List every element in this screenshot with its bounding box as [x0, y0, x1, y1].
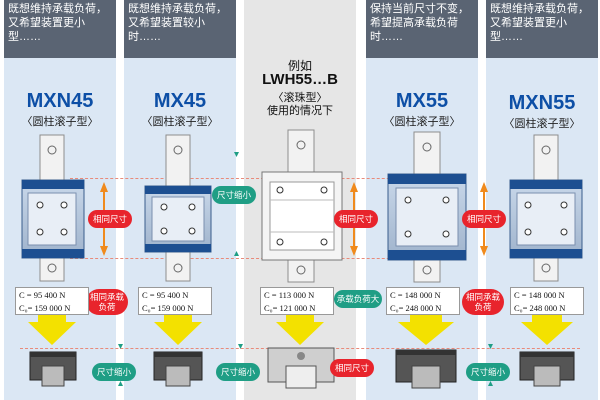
endview-mxn45: [29, 351, 77, 387]
values-lwh55: C = 113 000 N C₀= 121 000 N: [260, 287, 334, 315]
model-mx45: MX45: [153, 90, 207, 112]
block-mxn45: [21, 179, 85, 259]
smaller-marker-b1: [118, 344, 123, 349]
type-lwh55: 〈滚珠型〉: [272, 92, 328, 104]
ref-line-top: [70, 178, 430, 179]
c-value-mx45: C = 95 400 N: [142, 290, 189, 300]
endview-mx45: [153, 351, 203, 387]
c-value-mx55: C = 148 000 N: [390, 290, 441, 300]
block-mx45: [144, 185, 212, 253]
model-lwh55: LWH55…B: [262, 71, 338, 88]
c0-value-mxn55: C₀= 248 000 N: [514, 303, 566, 313]
badge-same-size-4: 相同尺寸: [330, 359, 374, 377]
header-mxn45: 既想维持承载负荷，又希望装置更小型……: [4, 0, 116, 58]
badge-same-load-1: 相同承载负荷: [86, 289, 128, 315]
model-mx55: MX55: [395, 90, 449, 112]
smaller-marker-bottom: [234, 251, 239, 256]
values-mx45: C = 95 400 N C₀= 159 000 N: [138, 287, 212, 315]
values-mxn55: C = 148 000 N C₀= 248 000 N: [510, 287, 584, 315]
block-mxn55: [509, 179, 583, 259]
smaller-marker-top: [234, 152, 239, 157]
example-label: 例如: [287, 59, 312, 73]
badge-same-load-2: 相同承载负荷: [462, 289, 504, 315]
c0-value-lwh55: C₀= 121 000 N: [264, 303, 316, 313]
type-mx55: 〈圆柱滚子型〉: [383, 116, 461, 128]
endview-mx55: [395, 349, 457, 389]
c0-value-mxn45: C₀= 159 000 N: [19, 303, 71, 313]
smaller-marker-b4: [488, 344, 493, 349]
badge-same-size-3: 相同尺寸: [462, 210, 506, 228]
c-value-mxn55: C = 148 000 N: [514, 290, 565, 300]
c0-value-mx55: C₀= 248 000 N: [390, 303, 442, 313]
badge-smaller-3: 尺寸缩小: [216, 363, 260, 381]
values-mx55: C = 148 000 N C₀= 248 000 N: [386, 287, 460, 315]
endview-mxn55: [519, 351, 575, 387]
badge-same-size-1: 相同尺寸: [88, 210, 132, 228]
c-value-lwh55: C = 113 000 N: [264, 290, 315, 300]
situation-lwh55: 使用的情况下: [267, 105, 333, 117]
type-mx45: 〈圆柱滚子型〉: [141, 116, 219, 128]
smaller-marker-b2: [118, 381, 123, 386]
model-mxn45: MXN45: [26, 90, 94, 112]
badge-load-up: 承载负荷大: [334, 290, 382, 308]
type-mxn55: 〈圆柱滚子型〉: [503, 118, 581, 130]
model-mxn55: MXN55: [508, 92, 576, 114]
badge-smaller-2: 尺寸缩小: [92, 363, 136, 381]
header-mx55: 保持当前尺寸不变，希望提高承载负荷时……: [366, 0, 478, 58]
header-mxn55: 既想维持承载负荷，又希望装置更小型……: [486, 0, 598, 58]
ref-line-bottom: [70, 258, 430, 259]
badge-smaller-4: 尺寸缩小: [466, 363, 510, 381]
c0-value-mx45: C₀= 159 000 N: [142, 303, 194, 313]
header-mx45: 既想维持承载负荷，又希望装置较小时……: [124, 0, 236, 58]
endview-lwh55: [267, 347, 335, 389]
smaller-marker-b5: [488, 381, 493, 386]
type-mxn45: 〈圆柱滚子型〉: [21, 116, 99, 128]
values-mxn45: C = 95 400 N C₀= 159 000 N: [15, 287, 89, 315]
badge-smaller-1: 尺寸缩小: [212, 186, 256, 204]
block-mx55: [387, 173, 467, 261]
c-value-mxn45: C = 95 400 N: [19, 290, 66, 300]
badge-same-size-2: 相同尺寸: [334, 210, 378, 228]
smaller-marker-b3: [238, 344, 243, 349]
block-lwh55: [261, 171, 343, 261]
